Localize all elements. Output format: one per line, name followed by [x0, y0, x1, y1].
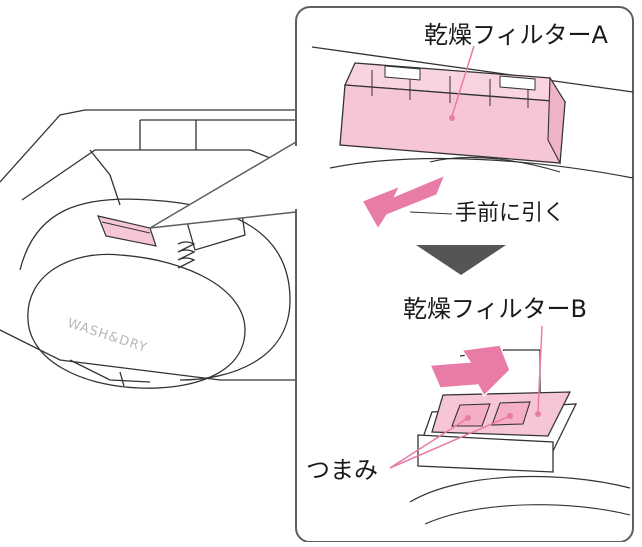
pull-label-leader	[409, 211, 453, 215]
filter-b-label: 乾燥フィルターB	[403, 295, 587, 323]
filter-a-label: 乾燥フィルターA	[424, 21, 608, 49]
pull-up-arrow-icon	[428, 344, 511, 398]
pull-direction-arrow-icon	[360, 173, 447, 231]
callout-pointer	[149, 141, 297, 229]
knobs-label: つまみ	[306, 456, 378, 484]
washer-overview-illustration	[0, 109, 301, 389]
next-step-arrow-icon	[416, 245, 506, 275]
filter-a-small-marker	[97, 215, 157, 247]
filter-a-closeup	[311, 45, 634, 179]
pull-instruction-label: 手前に引く	[455, 201, 566, 226]
filter-b-closeup	[389, 325, 631, 525]
